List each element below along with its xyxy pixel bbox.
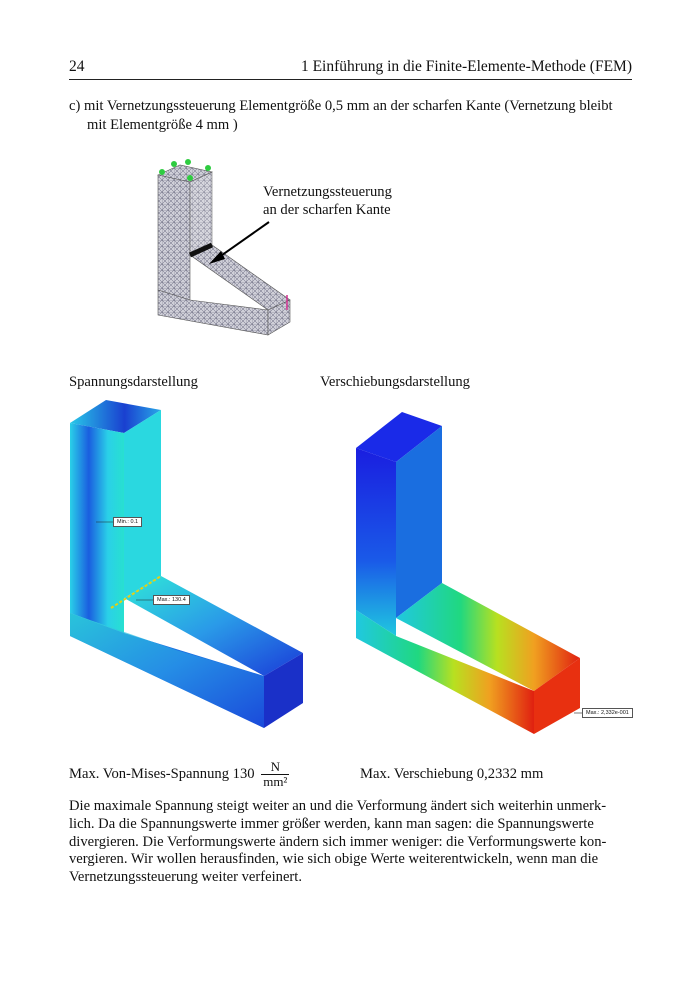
stress-caption: Spannungsdarstellung — [69, 374, 198, 390]
intro-line-2: mit Elementgröße 4 mm ) — [87, 117, 238, 133]
displacement-caption: Verschiebungsdarstellung — [320, 374, 470, 390]
body-line-5: Vernetzungssteuerung weiter verfeinert. — [69, 869, 302, 886]
annotation-arrow — [209, 221, 270, 264]
body-paragraph: Die maximale Spannung steigt weiter an u… — [69, 798, 632, 887]
body-line-4: vergieren. Wir wollen herausfinden, wie … — [69, 851, 599, 868]
body-line-2: lich. Da die Spannungswerte immer größer… — [69, 815, 594, 832]
mesh-annotation: Vernetzungssteuerung an der scharfen Kan… — [263, 183, 392, 219]
body-line-1: Die maximale Spannung steigt weiter an u… — [69, 798, 607, 814]
page-number: 24 — [69, 58, 85, 75]
header-rule — [69, 79, 632, 80]
intro-line-1: c) mit Vernetzungssteuerung Elementgröße… — [69, 98, 613, 114]
displacement-result: Max. Verschiebung 0,2332 mm — [360, 766, 544, 782]
stress-min-label: Min.: 0.1 — [113, 517, 143, 527]
displacement-figure: Max.: 2,332e-001 — [352, 408, 642, 738]
chapter-title: 1 Einführung in die Finite-Elemente-Meth… — [300, 58, 632, 75]
displacement-max-label: Max.: 2,332e-001 — [582, 708, 633, 718]
mesh-annotation-line-2: an der scharfen Kante — [263, 202, 391, 218]
mesh-annotation-line-1: Vernetzungssteuerung — [263, 184, 392, 200]
stress-unit: N mm² — [261, 759, 290, 789]
stress-result: Max. Von-Mises-Spannung 130 N mm² — [69, 759, 290, 789]
stress-max-label: Max.: 130.4 — [153, 595, 190, 605]
stress-result-text: Max. Von-Mises-Spannung 130 — [69, 765, 255, 782]
stress-figure: Min.: 0.1 Max.: 130.4 — [66, 398, 306, 743]
body-line-3: divergieren. Die Verformungswerte ändern… — [69, 833, 607, 850]
